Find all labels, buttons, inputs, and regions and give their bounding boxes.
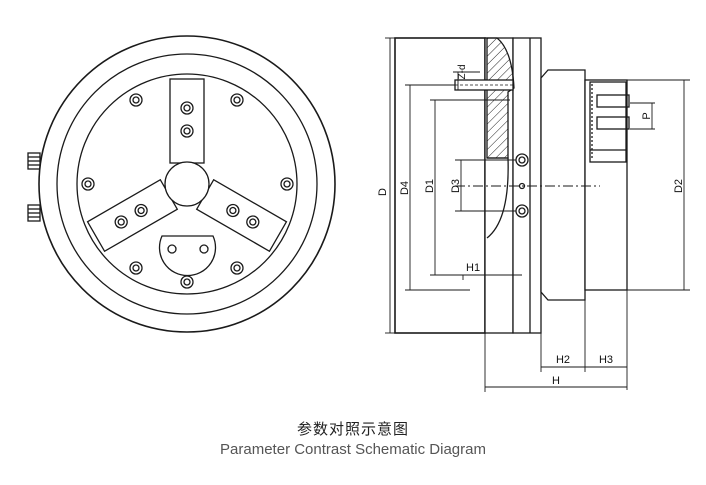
- label-d2: D2: [673, 179, 685, 193]
- label-d4: D4: [399, 181, 411, 195]
- label-h: H: [552, 375, 560, 387]
- back-plate: [584, 79, 628, 291]
- bottom-cam: [158, 235, 217, 277]
- caption-chinese: 参数对照示意图: [296, 420, 409, 438]
- label-h3: H3: [599, 354, 613, 366]
- label-h1: H1: [466, 262, 480, 274]
- rear-flange: [540, 69, 586, 301]
- rear-connector: [589, 81, 630, 163]
- mounting-bolts: [81, 93, 294, 289]
- caption-english: Parameter Contrast Schematic Diagram: [220, 441, 486, 458]
- chuck-inner-ring: [56, 53, 318, 315]
- label-d3: D3: [450, 179, 462, 193]
- front-view: [27, 35, 336, 333]
- label-d: D: [377, 188, 389, 196]
- side-tab-lower: [27, 204, 41, 222]
- label-h2: H2: [556, 354, 570, 366]
- center-bore: [164, 161, 210, 207]
- label-d1: D1: [424, 179, 436, 193]
- jaw-lower-left: [86, 178, 179, 253]
- chuck-face: [76, 73, 298, 295]
- label-p: P: [641, 112, 653, 119]
- side-tab-upper: [27, 152, 41, 170]
- plate-2: [512, 37, 542, 334]
- dimension-lines: [385, 37, 690, 392]
- label-z-d: Z-d: [457, 65, 468, 80]
- jaw-top: [169, 78, 205, 164]
- dimension-text: D D4 D1 D3 D2 Z-d P H1 H2 H3 H: [377, 65, 685, 388]
- hatched-section: [486, 37, 515, 159]
